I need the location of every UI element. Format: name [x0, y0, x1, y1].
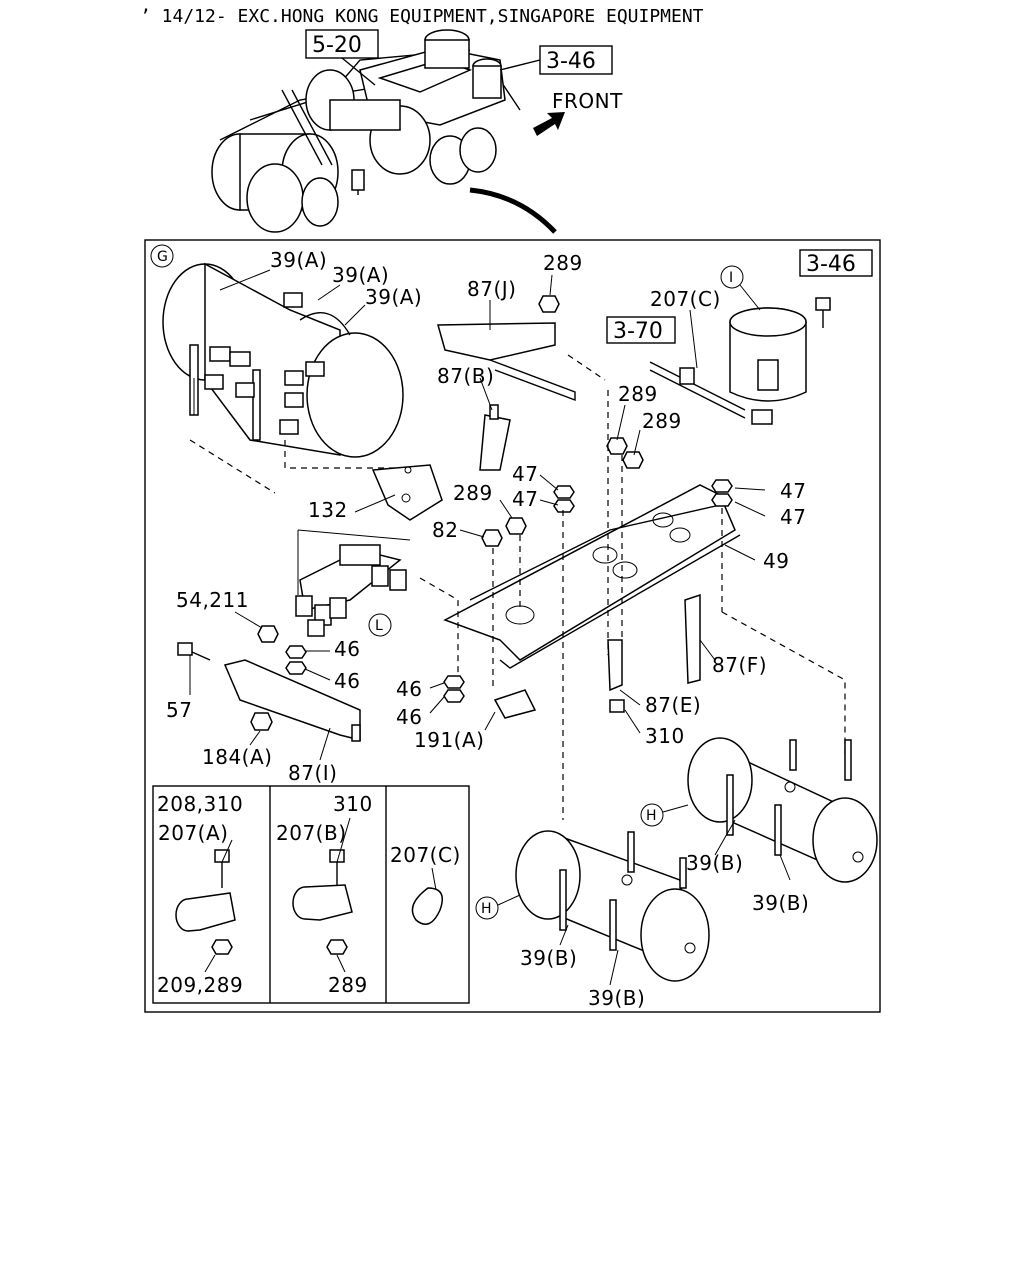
- ref-3-46-main-label: 3-46: [806, 252, 856, 277]
- bracket-87e: [607, 639, 623, 692]
- view-marker-g: [150, 244, 174, 268]
- valve-assembly-l: [295, 544, 407, 637]
- label-132: 132: [308, 498, 348, 522]
- bracket-191a: [493, 689, 537, 719]
- inset-c1-top: 208,310: [157, 792, 243, 816]
- bolt-310: [609, 699, 625, 713]
- circle-i-label: I: [729, 270, 733, 286]
- inset-c2-mid: 207(B): [276, 821, 347, 845]
- label-289-c: 289: [453, 481, 493, 505]
- label-289-a: 289: [618, 382, 658, 406]
- label-46-d: 46: [396, 705, 422, 729]
- ref-3-46-top-label: 3-46: [546, 49, 596, 74]
- nuts: [257, 295, 733, 703]
- ref-box-3-46-main: [799, 249, 873, 277]
- inset-c3-mid: 207(C): [390, 843, 461, 867]
- label-289-b: 289: [642, 409, 682, 433]
- label-39b-d: 39(B): [588, 986, 645, 1010]
- bracket-87f: [684, 593, 701, 684]
- label-46-c: 46: [396, 677, 422, 701]
- circle-h-lower-label: H: [481, 901, 492, 917]
- front-label: FRONT: [552, 89, 623, 113]
- air-tank-h-right: [687, 737, 878, 883]
- circle-l-label: L: [375, 618, 383, 634]
- label-310: 310: [645, 724, 685, 748]
- label-54-211: 54,211: [176, 588, 249, 612]
- label-39a-2: 39(A): [332, 263, 389, 287]
- inset-c2-bot: 289: [328, 973, 368, 997]
- crossmember-49: [443, 484, 741, 669]
- label-47-d: 47: [780, 505, 806, 529]
- label-47-a: 47: [512, 462, 538, 486]
- label-47-c: 47: [780, 479, 806, 503]
- label-87f: 87(F): [712, 653, 767, 677]
- circle-h-right-label: H: [646, 808, 657, 824]
- nut-184a: [250, 712, 273, 731]
- label-39b-a: 39(B): [686, 851, 743, 875]
- label-207c: 207(C): [650, 287, 721, 311]
- label-47-b: 47: [512, 487, 538, 511]
- label-39a-3: 39(A): [365, 285, 422, 309]
- ref-box-3-70: [606, 316, 676, 344]
- inset-c1-mid: 207(A): [158, 821, 228, 845]
- ref-3-70-label: 3-70: [613, 319, 663, 344]
- label-87b: 87(B): [437, 364, 494, 388]
- ref-5-20-label: 5-20: [312, 33, 362, 58]
- main-view-frame: [144, 239, 881, 1013]
- label-184a: 184(A): [202, 745, 272, 769]
- air-dryer-i: [649, 297, 831, 425]
- label-87e: 87(E): [645, 693, 701, 717]
- clamp-207c: [411, 867, 443, 925]
- bracket-87j: [437, 322, 556, 361]
- front-arrow-icon: [533, 112, 565, 136]
- air-tank-h-lower: [515, 830, 710, 982]
- clamp-207b: [292, 817, 353, 973]
- label-39b-c: 39(B): [520, 946, 577, 970]
- label-39a-1: 39(A): [270, 248, 327, 272]
- left-tank-assembly: [162, 262, 404, 458]
- label-39b-b: 39(B): [752, 891, 809, 915]
- diagram-header: ’ 14/12- EXC.HONG KONG EQUIPMENT,SINGAPO…: [140, 6, 704, 27]
- leader-lines: [189, 269, 791, 986]
- label-46-b: 46: [334, 669, 360, 693]
- label-87j: 87(J): [467, 277, 516, 301]
- label-57: 57: [166, 698, 192, 722]
- detail-arrow-icon: [469, 187, 557, 234]
- clamp-detail-inset: [152, 785, 470, 1004]
- inset-c2-top: 310: [333, 792, 373, 816]
- overview-illustration: [211, 29, 521, 233]
- bracket-87b: [479, 414, 511, 471]
- label-191a: 191(A): [414, 728, 484, 752]
- label-289-top: 289: [543, 251, 583, 275]
- label-46-a: 46: [334, 637, 360, 661]
- label-49: 49: [763, 549, 789, 573]
- clamp-207a: [175, 839, 236, 973]
- label-82: 82: [432, 518, 458, 542]
- view-marker-g-label: G: [157, 249, 168, 265]
- bolt-57: [177, 642, 193, 656]
- inset-c1-bot: 209,289: [157, 973, 243, 997]
- label-87i: 87(I): [288, 761, 337, 785]
